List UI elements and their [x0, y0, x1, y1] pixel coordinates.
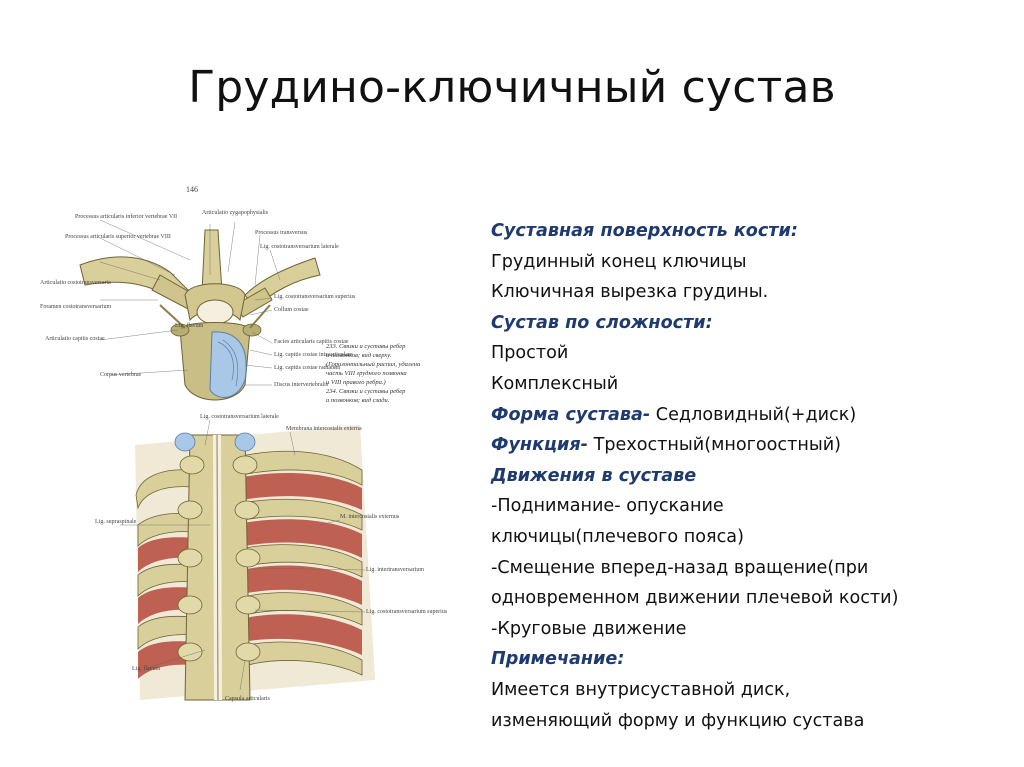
label-lig-intraarticulare: Lig. capitis costae intraarticulare [274, 352, 353, 358]
label-lig-costotransversarium-superius-bottom: Lig. costotransversarium superius [366, 609, 448, 615]
text-line: Комплексный [491, 373, 619, 394]
heading-complexity: Сустав по сложности: [491, 312, 713, 333]
label-lig-costotransversarium-laterale-top: Lig. costotransversarium laterale [260, 244, 339, 250]
label-articulatio-capitis-costae: Articulatio capitis costae [45, 336, 105, 342]
svg-text:и позвонков; вид сзади.: и позвонков; вид сзади. [326, 397, 390, 404]
svg-text:и позвонков; вид сверху.: и позвонков; вид сверху. [326, 352, 392, 359]
bottom-spine-illustration: Lig. costotransversarium laterale Membra… [95, 414, 448, 702]
label-lig-radiatum: Lig. capitis costae radiatum [274, 365, 341, 371]
heading-movements: Движения в суставе [491, 465, 697, 486]
label-processus-inferior: Processus articularis inferior vertebrae… [75, 213, 177, 220]
figure-caption: 233. Связки и суставы ребер и позвонков;… [326, 343, 420, 404]
heading-function: Функция- [491, 435, 588, 456]
label-discus-intervertebralis: Discus intervertebralis [274, 382, 329, 388]
joint-description: Суставная поверхность кости: Грудинный к… [491, 216, 1011, 736]
text-line: изменяющий форму и функцию сустава [491, 710, 865, 731]
svg-text:(Горизонтальный распил, удален: (Горизонтальный распил, удалена [326, 361, 420, 368]
label-lig-costotransversarium-superius-top: Lig. costotransversarium superius [274, 294, 356, 300]
text-line: одновременном движении плечевой кости) [491, 588, 899, 609]
label-collum-costae: Collum costae [274, 307, 309, 313]
label-foramen-costotransversarium: Foramen costotransversarium [40, 304, 111, 310]
text-line: Имеется внутрисуставной диск, [491, 679, 791, 700]
top-vertebra-illustration: Articulatio zygapophysialis Processus ar… [40, 210, 356, 401]
anatomy-figure: 146 [40, 180, 480, 725]
label-lig-flavum-bottom: Lig. flavum [132, 665, 161, 672]
label-lig-intertransversarium: Lig. intertransversarium [366, 567, 424, 573]
text-line: ключицы(плечевого пояса) [491, 526, 744, 547]
svg-text:часть VIII грудного позвонка: часть VIII грудного позвонка [326, 370, 407, 377]
label-lig-supraspinale: Lig. supraspinale [95, 519, 137, 525]
figure-page-number: 146 [186, 185, 198, 194]
label-articulatio-zygapophysialis: Articulatio zygapophysialis [202, 210, 269, 216]
label-lig-flavum-top: Lig. flavum [175, 322, 204, 329]
text-line: -Круговые движение [491, 618, 687, 639]
text-line: Простой [491, 343, 569, 364]
label-membrana-intercostalis: Membrana intercostalis externa [286, 426, 362, 432]
heading-articular-surface: Суставная поверхность кости: [491, 221, 798, 241]
label-facies-articularis: Facies articularis capitis costae [274, 339, 349, 345]
svg-text:и VIII правого ребра.): и VIII правого ребра.) [326, 379, 386, 386]
text-line: -Смещение вперед-назад вращение(при [491, 557, 869, 578]
function-value: Трехостный(многоостный) [587, 435, 842, 456]
joint-shape-line: Форма сустава- Седловидный(+диск) [491, 400, 1011, 431]
text-line: -Поднимание- опускание [491, 496, 724, 517]
slide-title: Грудино-ключичный сустав [188, 62, 836, 113]
label-processus-superior: Processus articularis superior vertebrae… [65, 234, 171, 240]
label-articulatio-costotransversaria: Articulatio costotransversaria [40, 280, 111, 286]
joint-shape-value: Седловидный(+диск) [650, 404, 857, 425]
text-line: Грудинный конец ключицы [491, 251, 747, 272]
label-corpus-vertebrae: Corpus vertebrae [100, 372, 141, 378]
heading-note: Примечание: [491, 649, 625, 670]
label-lig-costotransversarium-laterale-bottom: Lig. costotransversarium laterale [200, 414, 279, 420]
svg-text:234. Связки и суставы ребер: 234. Связки и суставы ребер [326, 388, 406, 395]
label-capsula-articularis: Capsula articularis [225, 696, 270, 702]
anatomy-illustration: 146 [40, 185, 448, 702]
label-processus-transversus: Processus transversus [255, 230, 308, 236]
function-line: Функция- Трехостный(многоостный) [491, 430, 1011, 461]
label-m-intercostalis: M. intercostalis externus [340, 514, 400, 520]
svg-text:233. Связки и суставы ребер: 233. Связки и суставы ребер [326, 343, 406, 350]
text-line: Ключичная вырезка грудины. [491, 282, 769, 303]
heading-joint-shape: Форма сустава- [491, 404, 651, 425]
